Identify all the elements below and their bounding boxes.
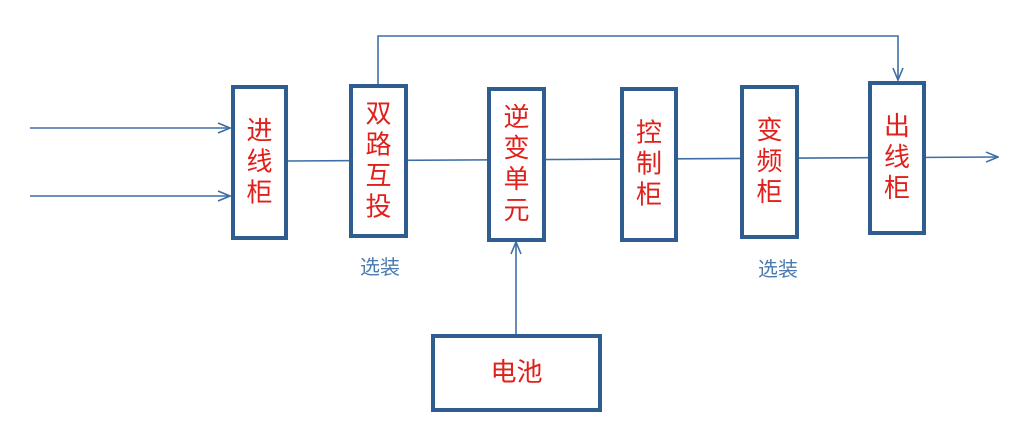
battery-box: 电池 bbox=[431, 334, 602, 412]
battery-label: 电池 bbox=[490, 358, 542, 388]
inverter-unit-label: 逆变单元 bbox=[503, 103, 529, 226]
frequency-cabinet-box: 变频柜 bbox=[740, 85, 799, 239]
frequency-cabinet-label: 变频柜 bbox=[756, 116, 782, 208]
optional-dual-switch-note: 选装 bbox=[360, 255, 400, 279]
inverter-unit-box: 逆变单元 bbox=[487, 87, 546, 242]
bypass-arrow bbox=[377, 35, 898, 84]
dual-switch-label: 双路互投 bbox=[365, 100, 391, 223]
dual-switch-box: 双路互投 bbox=[349, 84, 408, 238]
control-cabinet-label: 控制柜 bbox=[636, 119, 662, 211]
incoming-cabinet-label: 进线柜 bbox=[246, 117, 272, 209]
control-cabinet-box: 控制柜 bbox=[620, 87, 678, 242]
optional-frequency-note: 选装 bbox=[758, 257, 798, 281]
incoming-cabinet-box: 进线柜 bbox=[231, 85, 288, 240]
outgoing-cabinet-label: 出线柜 bbox=[884, 112, 910, 204]
outgoing-cabinet-box: 出线柜 bbox=[868, 81, 926, 235]
